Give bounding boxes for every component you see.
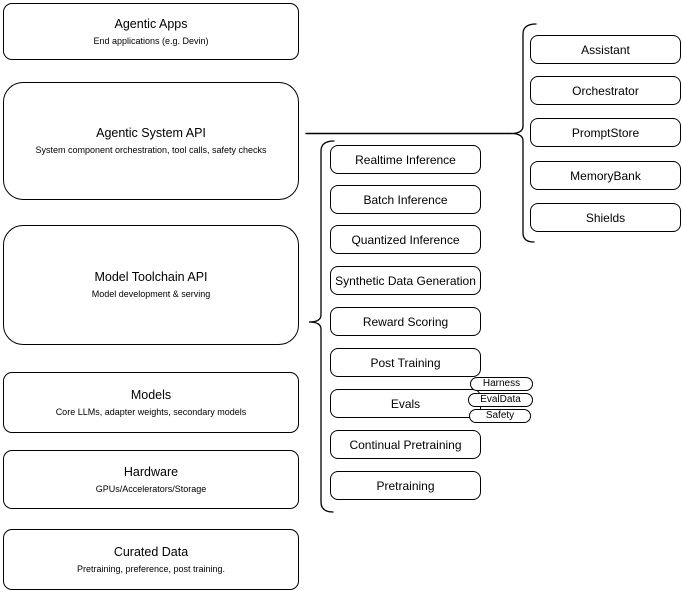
node-label: Evals [390, 396, 421, 411]
pill-label: Harness [482, 378, 521, 389]
node-eval-harness: Harness [470, 377, 533, 391]
node-agentic-apps: Agentic Apps End applications (e.g. Devi… [3, 3, 299, 60]
node-title: Curated Data [113, 544, 189, 559]
node-label: MemoryBank [570, 168, 641, 183]
node-subtitle: Pretraining, preference, post training. [76, 563, 226, 574]
node-title: Agentic System API [96, 126, 206, 140]
node-curated-data: Curated Data Pretraining, preference, po… [3, 529, 299, 590]
node-model-toolchain-api: Model Toolchain API Model development & … [3, 225, 299, 345]
node-title: Model Toolchain API [94, 270, 208, 284]
node-label: Shields [585, 210, 626, 225]
node-subtitle: Model development & serving [91, 289, 211, 299]
node-pretraining: Pretraining [330, 471, 481, 500]
node-label: Synthetic Data Generation [335, 273, 476, 288]
node-label: Orchestrator [572, 83, 639, 98]
node-title: Models [130, 387, 172, 402]
node-memorybank: MemoryBank [530, 161, 681, 190]
node-promptstore: PromptStore [530, 118, 681, 147]
node-quantized-inference: Quantized Inference [330, 225, 481, 254]
node-models: Models Core LLMs, adapter weights, secon… [3, 372, 299, 433]
node-assistant: Assistant [530, 35, 681, 64]
node-label: Batch Inference [363, 192, 448, 207]
node-reward-scoring: Reward Scoring [330, 307, 481, 336]
node-label: Realtime Inference [355, 152, 456, 167]
node-title: Hardware [123, 464, 179, 479]
node-realtime-inference: Realtime Inference [330, 145, 481, 174]
node-eval-evaldata: EvalData [468, 393, 533, 407]
node-agentic-system-api: Agentic System API System component orch… [3, 82, 299, 200]
node-eval-safety: Safety [469, 409, 531, 423]
node-batch-inference: Batch Inference [330, 185, 481, 214]
node-label: Post Training [370, 355, 441, 370]
node-subtitle: System component orchestration, tool cal… [35, 145, 267, 155]
node-evals: Evals [330, 389, 481, 418]
node-title: Agentic Apps [114, 16, 188, 31]
node-label: Pretraining [376, 478, 435, 493]
node-continual-pretraining: Continual Pretraining [330, 430, 481, 459]
node-label: Continual Pretraining [349, 437, 462, 452]
node-label: PromptStore [571, 125, 640, 140]
node-subtitle: GPUs/Accelerators/Storage [95, 483, 207, 494]
node-subtitle: End applications (e.g. Devin) [93, 35, 209, 46]
node-shields: Shields [530, 203, 681, 232]
node-orchestrator: Orchestrator [530, 76, 681, 105]
pill-label: Safety [485, 410, 515, 421]
pill-label: EvalData [480, 394, 521, 405]
node-post-training: Post Training [330, 348, 481, 377]
node-label: Reward Scoring [362, 314, 449, 329]
node-synthetic-data-generation: Synthetic Data Generation [330, 266, 481, 295]
node-label: Quantized Inference [351, 232, 460, 247]
node-hardware: Hardware GPUs/Accelerators/Storage [3, 450, 299, 509]
node-label: Assistant [581, 42, 630, 57]
node-subtitle: Core LLMs, adapter weights, secondary mo… [55, 406, 247, 417]
